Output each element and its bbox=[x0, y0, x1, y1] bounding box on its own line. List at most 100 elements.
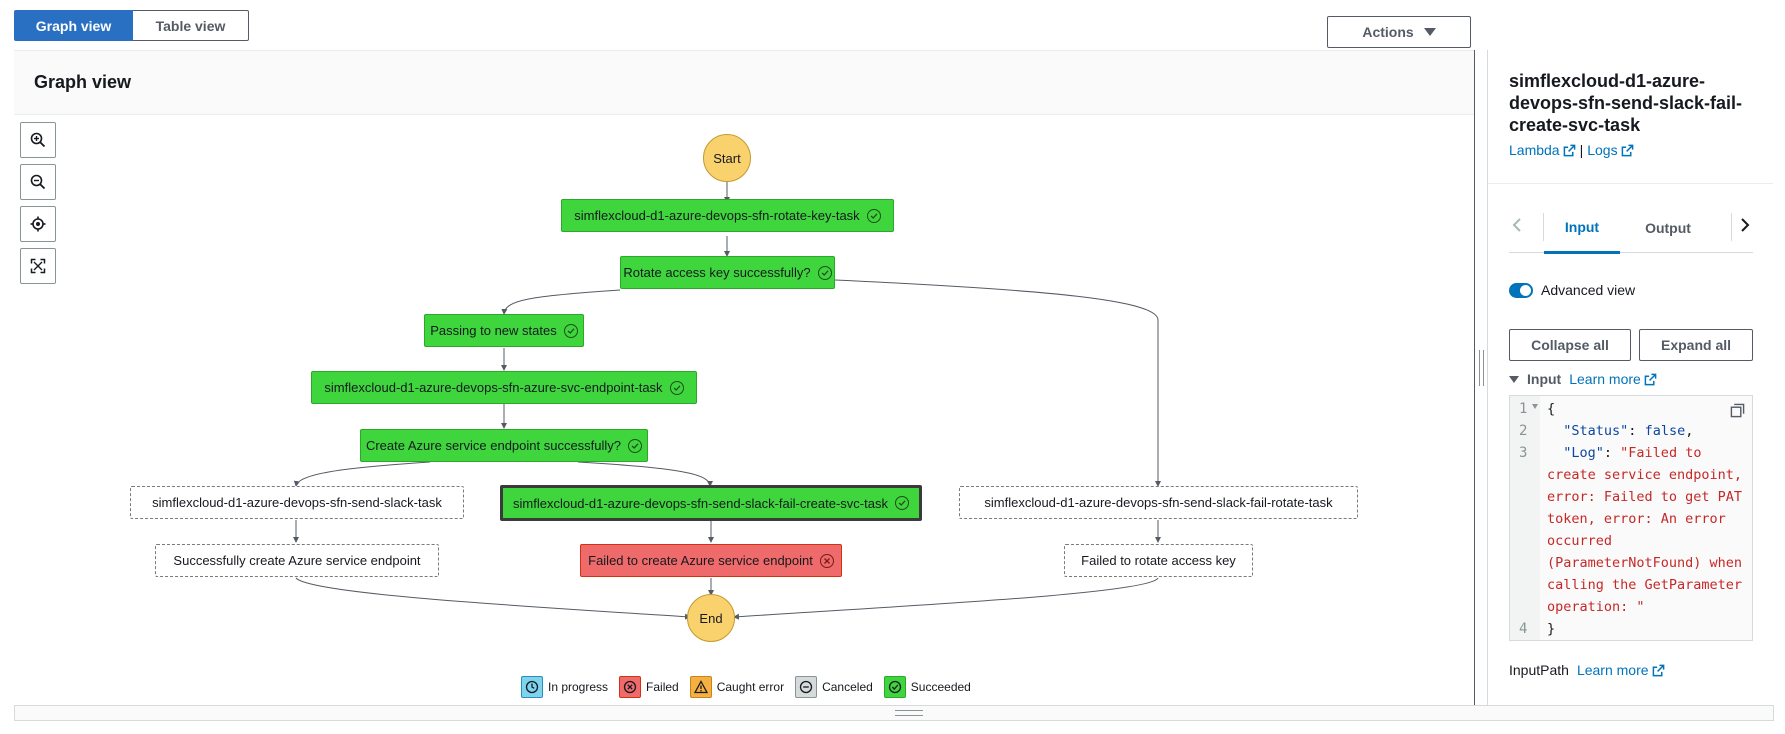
tab-output[interactable]: Output bbox=[1645, 220, 1691, 236]
caret-down-icon bbox=[1423, 28, 1436, 36]
x-circle-icon bbox=[619, 676, 642, 698]
check-circle-icon bbox=[883, 676, 906, 698]
legend-succeeded: Succeeded bbox=[883, 676, 971, 698]
node-label: simflexcloud-d1-azure-devops-sfn-send-sl… bbox=[513, 495, 888, 511]
send-slack-fail-create-node[interactable]: simflexcloud-d1-azure-devops-sfn-send-sl… bbox=[500, 485, 922, 521]
copy-icon[interactable] bbox=[1730, 403, 1745, 418]
expand-all-button[interactable]: Expand all bbox=[1639, 329, 1753, 361]
zoom-in-button[interactable] bbox=[20, 122, 56, 158]
center-graph-button[interactable] bbox=[20, 206, 56, 242]
node-label: simflexcloud-d1-azure-devops-sfn-send-sl… bbox=[152, 495, 442, 510]
lambda-link[interactable]: Lambda bbox=[1509, 142, 1560, 158]
inputpath-learn-more-link[interactable]: Learn more bbox=[1576, 662, 1649, 678]
node-label: Failed to rotate access key bbox=[1081, 553, 1236, 568]
graph-legend: In progress Failed Caught error Canceled… bbox=[521, 676, 982, 698]
resource-links: Lambda | Logs bbox=[1509, 142, 1634, 158]
view-switcher: Graph view Table view bbox=[14, 10, 249, 41]
input-section-header[interactable]: Input Learn more bbox=[1509, 371, 1657, 387]
actions-label: Actions bbox=[1362, 24, 1414, 40]
check-circle-icon bbox=[866, 208, 881, 223]
inputpath-row: InputPath Learn more bbox=[1509, 662, 1665, 678]
json-code: { "Status": false, "Log": "Failed to cre… bbox=[1547, 398, 1752, 640]
code-line-3: "Log": "Failed to create service endpoin… bbox=[1547, 445, 1751, 615]
create-choice-node[interactable]: Create Azure service endpoint successful… bbox=[360, 429, 648, 462]
crosshair-icon bbox=[30, 216, 46, 232]
chevron-right-icon bbox=[1741, 218, 1750, 232]
resize-bar[interactable] bbox=[14, 705, 1774, 721]
legend-label: Failed bbox=[646, 680, 679, 694]
success-endpoint-node[interactable]: Successfully create Azure service endpoi… bbox=[155, 544, 439, 577]
external-link-icon bbox=[1621, 144, 1633, 156]
panel-splitter[interactable] bbox=[1474, 50, 1488, 705]
external-link-icon bbox=[1652, 664, 1664, 676]
node-label: Passing to new states bbox=[430, 323, 557, 338]
svc-endpoint-task-node[interactable]: simflexcloud-d1-azure-devops-sfn-azure-s… bbox=[311, 371, 697, 404]
chevron-left-icon bbox=[1512, 218, 1521, 232]
start-label: Start bbox=[713, 150, 741, 166]
tabs-scroll-left-button[interactable] bbox=[1509, 215, 1525, 235]
node-label: simflexcloud-d1-azure-devops-sfn-azure-s… bbox=[324, 380, 663, 395]
clock-icon bbox=[521, 676, 543, 698]
input-json-viewer[interactable]: 1 2 3 4 { "Status": false, "Log": "Faile… bbox=[1509, 395, 1753, 641]
collapse-all-button[interactable]: Collapse all bbox=[1509, 329, 1631, 361]
legend-label: Succeeded bbox=[910, 680, 971, 694]
tab-separator bbox=[1543, 213, 1544, 241]
logs-link[interactable]: Logs bbox=[1587, 142, 1618, 158]
toggle-switch[interactable] bbox=[1509, 282, 1533, 298]
start-node[interactable]: Start bbox=[703, 134, 751, 182]
end-node[interactable]: End bbox=[687, 594, 735, 642]
fit-to-screen-button[interactable] bbox=[20, 248, 56, 284]
legend-failed: Failed bbox=[619, 676, 679, 698]
line-number: 3 bbox=[1519, 445, 1528, 461]
rotate-key-task-node[interactable]: simflexcloud-d1-azure-devops-sfn-rotate-… bbox=[561, 199, 894, 232]
warning-icon bbox=[689, 676, 712, 698]
check-circle-icon bbox=[817, 265, 832, 280]
zoom-in-icon bbox=[30, 132, 46, 148]
fold-caret-icon[interactable] bbox=[1532, 404, 1538, 409]
graph-title: Graph view bbox=[34, 72, 132, 92]
node-label: simflexcloud-d1-azure-devops-sfn-send-sl… bbox=[984, 495, 1333, 510]
tab-input[interactable]: Input bbox=[1544, 203, 1620, 254]
advanced-view-toggle[interactable]: Advanced view bbox=[1509, 282, 1635, 298]
actions-button[interactable]: Actions bbox=[1327, 16, 1471, 48]
details-panel: simflexcloud-d1-azure-devops-sfn-send-sl… bbox=[1488, 50, 1773, 705]
details-title: simflexcloud-d1-azure-devops-sfn-send-sl… bbox=[1509, 71, 1743, 135]
node-label: Create Azure service endpoint successful… bbox=[365, 438, 622, 453]
node-label: Rotate access key successfully? bbox=[623, 265, 811, 280]
legend-in-progress: In progress bbox=[521, 676, 608, 698]
legend-label: In progress bbox=[548, 680, 609, 694]
rotate-choice-node[interactable]: Rotate access key successfully? bbox=[620, 256, 835, 289]
external-link-icon bbox=[1644, 373, 1657, 385]
link-separator: | bbox=[1579, 142, 1584, 158]
zoom-out-icon bbox=[30, 174, 46, 190]
failed-rotate-node[interactable]: Failed to rotate access key bbox=[1064, 544, 1253, 577]
send-slack-task-node[interactable]: simflexcloud-d1-azure-devops-sfn-send-sl… bbox=[130, 486, 464, 519]
send-slack-fail-rotate-node[interactable]: simflexcloud-d1-azure-devops-sfn-send-sl… bbox=[959, 486, 1358, 519]
check-circle-icon bbox=[669, 380, 684, 395]
tab-separator bbox=[1731, 213, 1732, 241]
code-line-1: { bbox=[1547, 401, 1556, 417]
caret-down-icon bbox=[1509, 375, 1519, 383]
graph-view-button[interactable]: Graph view bbox=[14, 10, 133, 41]
passing-node[interactable]: Passing to new states bbox=[424, 314, 584, 347]
node-label: Successfully create Azure service endpoi… bbox=[173, 553, 421, 568]
legend-canceled: Canceled bbox=[795, 676, 873, 698]
line-gutter: 1 2 3 4 bbox=[1510, 396, 1540, 640]
external-link-icon bbox=[1563, 144, 1575, 156]
code-line-4: } bbox=[1547, 621, 1556, 637]
learn-more-link[interactable]: Learn more bbox=[1569, 371, 1641, 387]
graph-header: Graph view bbox=[14, 51, 1474, 115]
check-circle-icon bbox=[628, 438, 643, 453]
tabs-scroll-right-button[interactable] bbox=[1737, 215, 1753, 235]
failed-endpoint-node[interactable]: Failed to create Azure service endpoint bbox=[580, 544, 842, 577]
table-view-button[interactable]: Table view bbox=[133, 10, 249, 41]
resize-grip-icon[interactable] bbox=[895, 710, 923, 716]
input-section-label: Input bbox=[1527, 371, 1562, 387]
toggle-label: Advanced view bbox=[1541, 282, 1636, 298]
line-number: 1 bbox=[1519, 401, 1528, 417]
zoom-out-button[interactable] bbox=[20, 164, 56, 200]
splitter-grip-icon[interactable] bbox=[1479, 350, 1484, 386]
check-circle-icon bbox=[563, 323, 578, 338]
x-circle-icon bbox=[819, 553, 834, 568]
node-label: simflexcloud-d1-azure-devops-sfn-rotate-… bbox=[574, 208, 860, 223]
